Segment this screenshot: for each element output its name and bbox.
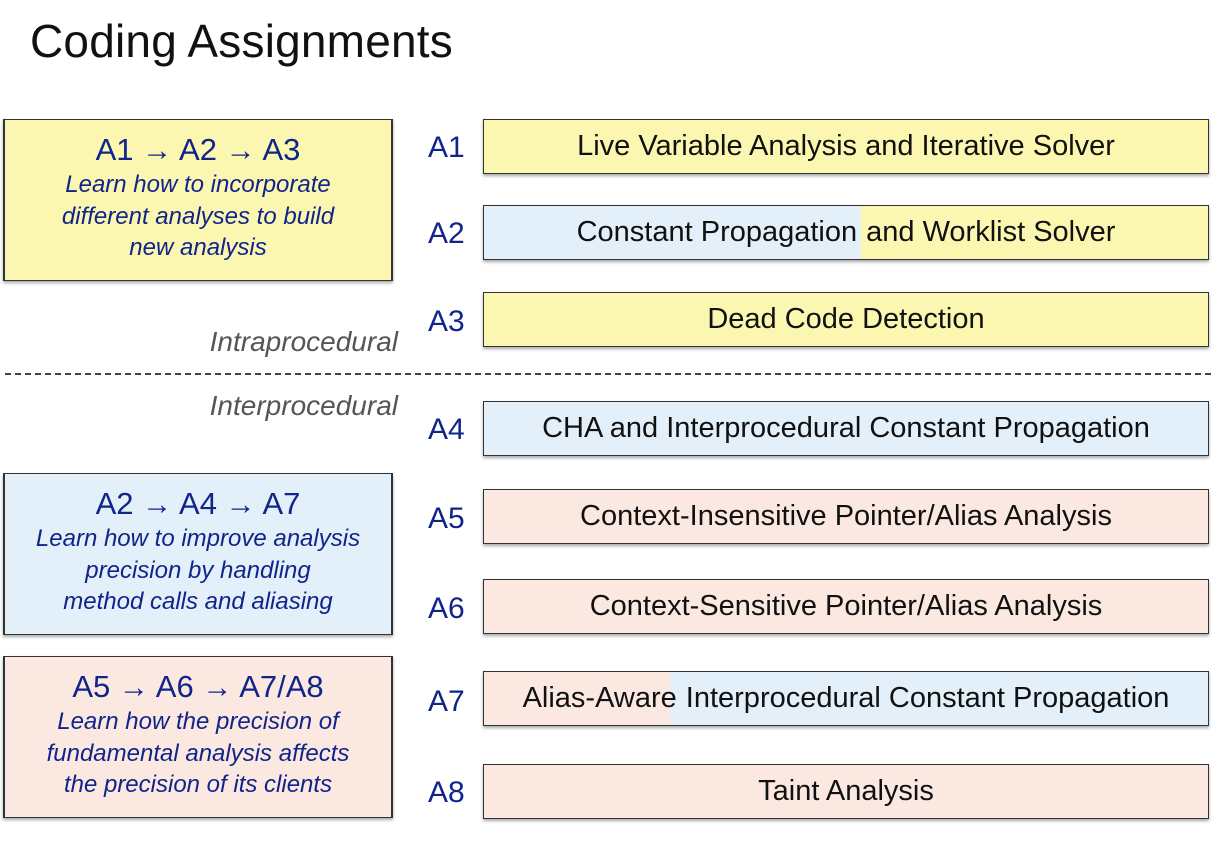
interprocedural-label: Interprocedural [209, 390, 398, 421]
group-description-line: method calls and aliasing [63, 588, 333, 615]
scope-divider [5, 373, 1211, 375]
assignment-bar-a3: Dead Code Detection [483, 292, 1209, 347]
assignment-title-part: Interprocedural Constant Propagation [685, 682, 1170, 714]
assignment-bar-a7: Alias-Aware Interprocedural Constant Pro… [483, 671, 1209, 726]
group-description-line: the precision of its clients [63, 771, 333, 798]
group-description-line: new analysis [129, 234, 267, 261]
arrow-right-icon: → [142, 134, 173, 167]
arrow-right-icon: → [225, 134, 256, 167]
assignment-label-a3: A3 [428, 305, 465, 338]
group-description-line: Learn how to incorporate [65, 171, 331, 198]
intraprocedural-label: Intraprocedural [209, 326, 398, 357]
flow-step: A1 [95, 132, 134, 167]
arrow-right-icon: → [202, 671, 233, 704]
assignment-title: Taint Analysis [758, 775, 934, 807]
group-description-line: precision by handling [85, 556, 311, 584]
assignment-bar-a1: Live Variable Analysis and Iterative Sol… [483, 119, 1209, 174]
assignment-title-part: Alias-Aware [522, 682, 677, 714]
assignment-title-part: and Worklist Solver [866, 216, 1116, 248]
flow-sequence: A1 → A2 → A3 [3, 132, 393, 169]
group-description-line: fundamental analysis affects [46, 739, 350, 767]
assignment-title: Live Variable Analysis and Iterative Sol… [577, 130, 1115, 162]
assignment-label-a8: A8 [428, 776, 465, 809]
flow-sequence: A5 → A6 → A7/A8 [3, 669, 393, 706]
assignment-label-a2: A2 [428, 217, 465, 250]
flow-step: A7/A8 [239, 669, 324, 704]
assignment-label-a1: A1 [428, 131, 465, 164]
flow-step: A4 [179, 486, 217, 521]
page-title: Coding Assignments [30, 15, 453, 67]
assignment-title: Context-Insensitive Pointer/Alias Analys… [580, 500, 1112, 532]
flow-step: A2 [179, 132, 217, 167]
group-description-line: different analyses to build [61, 202, 335, 230]
group-description-line: Learn how the precision of [57, 708, 339, 735]
assignment-title: Dead Code Detection [707, 303, 985, 335]
assignment-bar-a2: Constant Propagation and Worklist Solver [483, 205, 1209, 260]
assignment-bar-a4: CHA and Interprocedural Constant Propaga… [483, 401, 1209, 456]
group-card-a5-a8: A5 → A6 → A7/A8 Learn how the precision … [3, 656, 393, 818]
flow-step: A6 [155, 669, 194, 704]
group-card-a1-a3: A1 → A2 → A3 Learn how to incorporate di… [3, 119, 393, 281]
assignment-bar-a8: Taint Analysis [483, 764, 1209, 819]
assignment-title-part: Constant Propagation [576, 216, 858, 248]
arrow-right-icon: → [142, 488, 173, 521]
flow-step: A2 [95, 486, 134, 521]
assignment-bar-a6: Context-Sensitive Pointer/Alias Analysis [483, 579, 1209, 634]
flow-step: A3 [262, 132, 301, 167]
group-card-a2-a7: A2 → A4 → A7 Learn how to improve analys… [3, 473, 393, 635]
flow-step: A5 [72, 669, 111, 704]
assignment-label-a6: A6 [428, 592, 465, 625]
flow-step: A7 [262, 486, 301, 521]
flow-sequence: A2 → A4 → A7 [3, 486, 393, 523]
group-description-line: Learn how to improve analysis [35, 525, 361, 552]
assignment-title: Context-Sensitive Pointer/Alias Analysis [589, 590, 1103, 622]
assignment-label-a4: A4 [428, 413, 465, 446]
arrow-right-icon: → [118, 671, 149, 704]
arrow-right-icon: → [225, 488, 256, 521]
assignment-label-a5: A5 [428, 502, 465, 535]
assignment-label-a7: A7 [428, 685, 465, 718]
assignment-title: CHA and Interprocedural Constant Propaga… [542, 412, 1150, 444]
assignment-bar-a5: Context-Insensitive Pointer/Alias Analys… [483, 489, 1209, 544]
